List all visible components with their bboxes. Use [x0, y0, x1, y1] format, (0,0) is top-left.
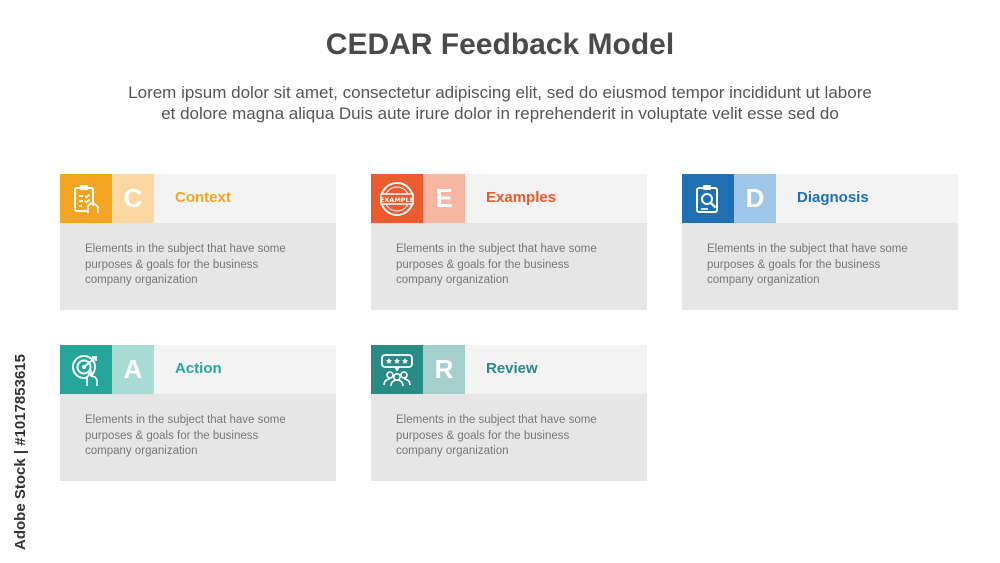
card-header: A Action [60, 345, 336, 395]
desc-line: company organization [707, 274, 820, 286]
card-body: Elements in the subject that have some p… [371, 224, 647, 310]
card-body: Elements in the subject that have some p… [60, 395, 336, 481]
desc-line: company organization [85, 274, 198, 286]
desc-line: company organization [396, 274, 509, 286]
desc-line: purposes & goals for the business [396, 429, 570, 442]
stock-watermark: Adobe Stock | #1017853615 [8, 320, 29, 550]
document-search-icon [682, 174, 734, 223]
card-description: Elements in the subject that have some p… [85, 413, 315, 460]
desc-line: company organization [85, 445, 198, 457]
target-hand-icon [60, 345, 112, 394]
card-label: Context [175, 189, 231, 206]
desc-line: Elements in the subject that have some [85, 243, 286, 255]
desc-line: purposes & goals for the business [85, 429, 259, 442]
desc-line: purposes & goals for the business [85, 258, 259, 271]
desc-line: company organization [396, 445, 509, 457]
card-context: C Context Elements in the subject that h… [60, 174, 336, 310]
card-header: EXAMPLE E Examples [371, 174, 647, 224]
desc-line: Elements in the subject that have some [85, 414, 286, 426]
card-letter: R [423, 345, 465, 394]
card-body: Elements in the subject that have some p… [60, 224, 336, 310]
watermark-text: Adobe Stock | #1017853615 [12, 354, 29, 550]
card-action: A Action Elements in the subject that ha… [60, 345, 336, 481]
svg-text:EXAMPLE: EXAMPLE [380, 196, 414, 204]
card-body: Elements in the subject that have some p… [682, 224, 958, 310]
subtitle-line-1: Lorem ipsum dolor sit amet, consectetur … [128, 83, 872, 102]
card-letter: D [734, 174, 776, 223]
card-header: R Review [371, 345, 647, 395]
desc-line: Elements in the subject that have some [396, 243, 597, 255]
card-label: Examples [486, 189, 557, 206]
card-description: Elements in the subject that have some p… [396, 242, 626, 289]
card-header: C Context [60, 174, 336, 224]
page-subtitle: Lorem ipsum dolor sit amet, consectetur … [60, 82, 940, 124]
card-letter: E [423, 174, 465, 223]
card-diagnosis: D Diagnosis Elements in the subject that… [682, 174, 958, 310]
card-examples: EXAMPLE E Examples Elements in the subje… [371, 174, 647, 310]
card-label: Action [175, 360, 222, 377]
example-stamp-icon: EXAMPLE [371, 174, 423, 223]
card-label: Diagnosis [797, 189, 869, 206]
desc-line: purposes & goals for the business [707, 258, 881, 271]
card-description: Elements in the subject that have some p… [396, 413, 626, 460]
desc-line: Elements in the subject that have some [396, 414, 597, 426]
card-letter: A [112, 345, 154, 394]
card-body: Elements in the subject that have some p… [371, 395, 647, 481]
card-review: R Review Elements in the subject that ha… [371, 345, 647, 481]
card-description: Elements in the subject that have some p… [707, 242, 937, 289]
desc-line: purposes & goals for the business [396, 258, 570, 271]
card-description: Elements in the subject that have some p… [85, 242, 315, 289]
card-header: D Diagnosis [682, 174, 958, 224]
card-letter: C [112, 174, 154, 223]
rating-people-icon [371, 345, 423, 394]
clipboard-hand-icon [60, 174, 112, 223]
page-title: CEDAR Feedback Model [325, 28, 675, 61]
desc-line: Elements in the subject that have some [707, 243, 908, 255]
card-label: Review [486, 360, 538, 377]
subtitle-line-2: et dolore magna aliqua Duis aute irure d… [161, 104, 839, 123]
